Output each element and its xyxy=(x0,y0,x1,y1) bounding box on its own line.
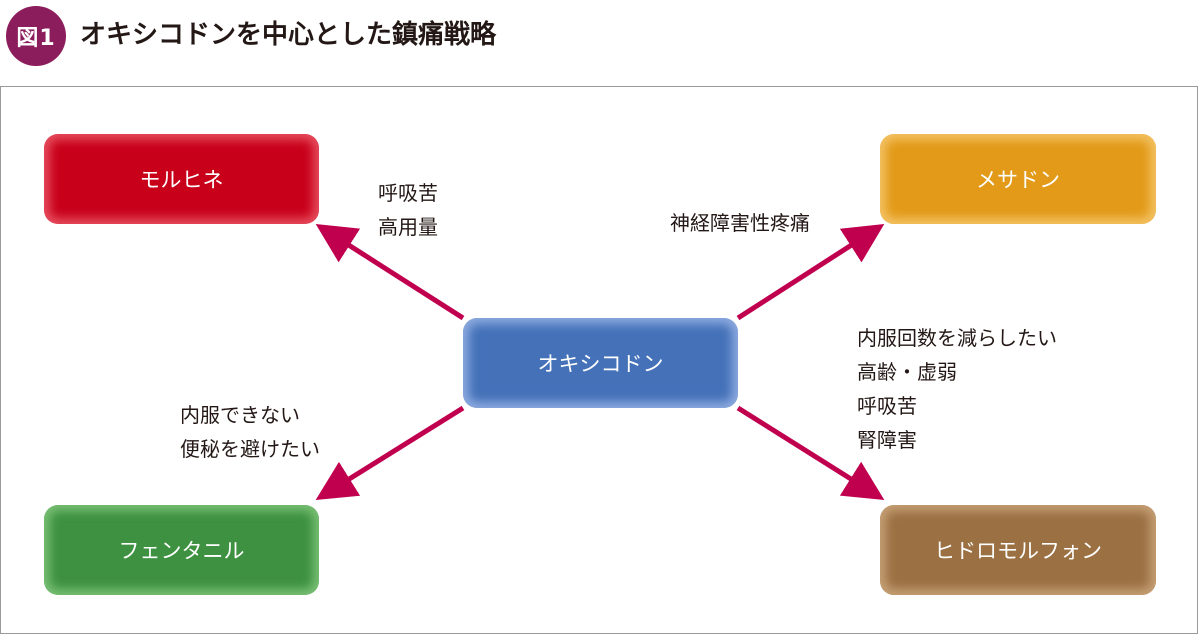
label-line: 内服できない xyxy=(180,403,300,427)
node-oxycodone: オキシコドン xyxy=(463,318,738,408)
arrow-to-fentanyl xyxy=(315,405,465,500)
arrow-to-hydromorphone xyxy=(736,405,885,500)
label-methadone: 神経障害性疼痛 xyxy=(670,206,810,240)
label-line: 便秘を避けたい xyxy=(180,437,320,461)
node-fentanyl: フェンタニル xyxy=(44,505,319,595)
figure-title: オキシコドンを中心とした鎮痛戦略 xyxy=(80,20,497,50)
label-line: 呼吸苦 xyxy=(857,394,917,418)
arrow-to-morphine xyxy=(315,223,465,321)
diagram-frame xyxy=(0,86,1198,634)
arrow-to-methadone xyxy=(736,223,885,321)
figure-header: 図1 オキシコドンを中心とした鎮痛戦略 xyxy=(0,0,1200,78)
node-morphine: モルヒネ xyxy=(44,134,319,224)
node-hydromorphone: ヒドロモルフォン xyxy=(880,505,1156,595)
label-line: 内服回数を減らしたい xyxy=(857,326,1057,350)
node-methadone: メサドン xyxy=(880,134,1156,224)
label-line: 高用量 xyxy=(378,215,438,239)
label-line: 呼吸苦 xyxy=(378,181,438,205)
label-line: 腎障害 xyxy=(857,428,917,452)
label-morphine: 呼吸苦 高用量 xyxy=(378,176,438,244)
label-line: 高齢・虚弱 xyxy=(857,360,957,384)
label-hydromorphone: 内服回数を減らしたい 高齢・虚弱 呼吸苦 腎障害 xyxy=(857,321,1057,457)
label-line: 神経障害性疼痛 xyxy=(670,211,810,235)
label-fentanyl: 内服できない 便秘を避けたい xyxy=(180,398,320,466)
figure-number-badge: 図1 xyxy=(6,6,66,66)
